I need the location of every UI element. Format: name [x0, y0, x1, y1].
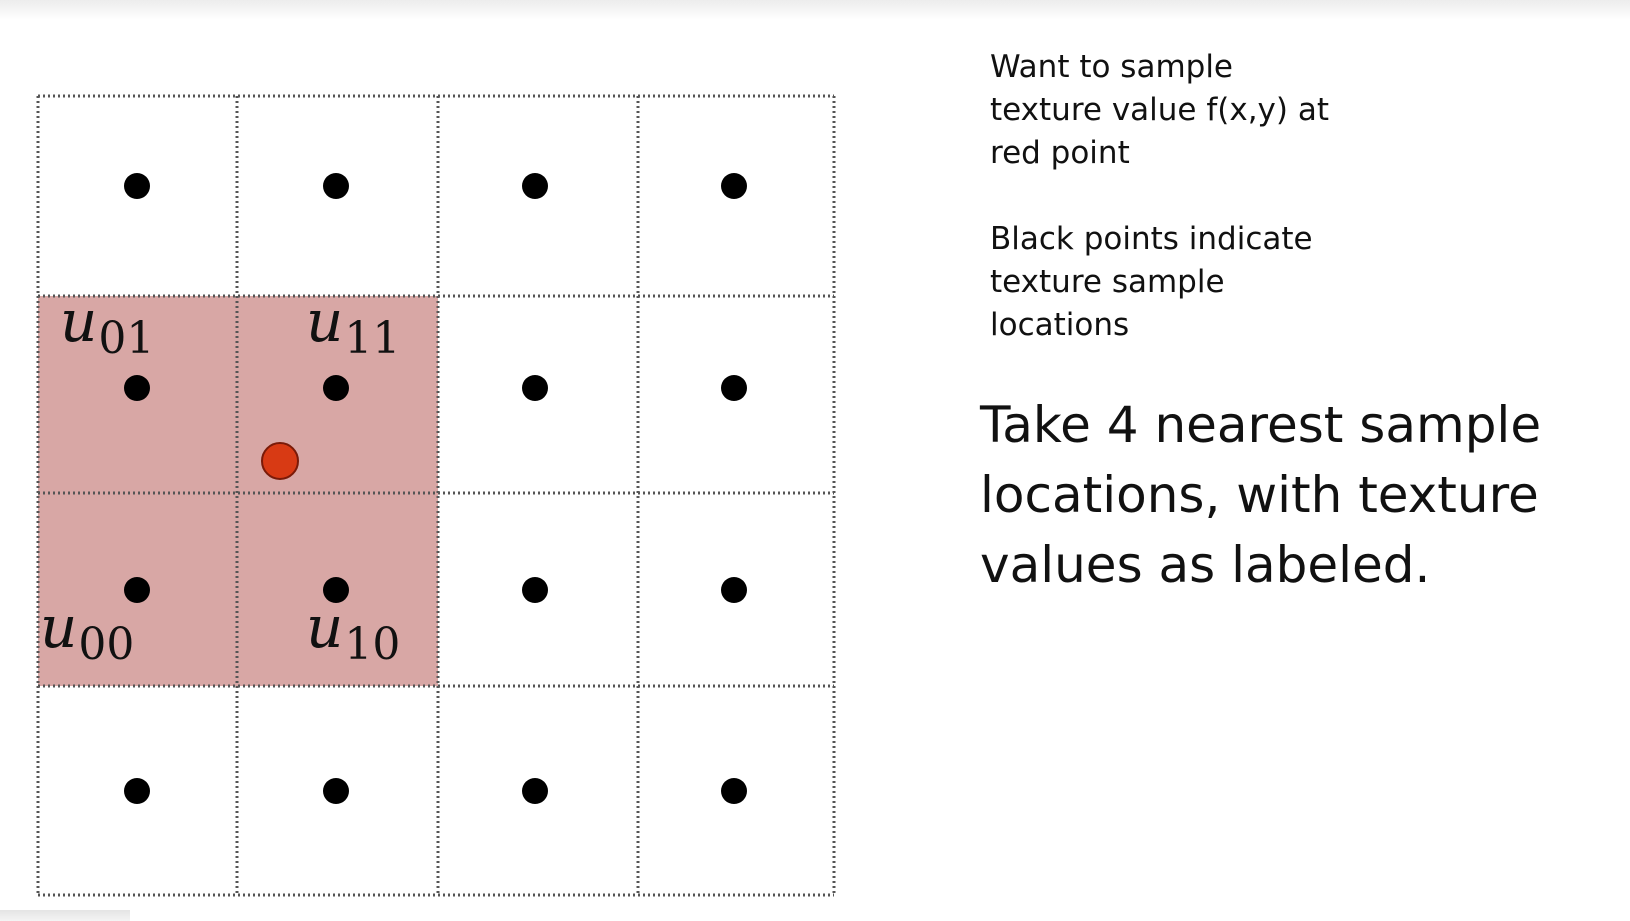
- label-u11-sub: 11: [344, 313, 401, 364]
- label-u01-base: u: [60, 287, 98, 355]
- sample-point: [522, 778, 548, 804]
- label-u00-sub: 00: [78, 619, 135, 670]
- label-u01-sub: 01: [98, 313, 155, 364]
- label-u11-base: u: [306, 287, 344, 355]
- sample-point: [124, 577, 150, 603]
- label-u01: u01: [60, 292, 154, 361]
- label-u00-base: u: [40, 593, 78, 661]
- sample-point: [323, 577, 349, 603]
- top-band: [0, 0, 1630, 20]
- sample-point: [721, 173, 747, 199]
- sample-point: [721, 778, 747, 804]
- note-sample-red-point: Want to sample texture value f(x,y) at r…: [990, 49, 1330, 171]
- sample-point: [522, 173, 548, 199]
- label-u10-base: u: [306, 593, 344, 661]
- sample-point: [124, 375, 150, 401]
- label-u00: u00: [40, 598, 134, 667]
- sample-point: [721, 375, 747, 401]
- sample-points: [124, 173, 747, 804]
- label-u10: u10: [306, 598, 400, 667]
- sample-point: [522, 577, 548, 603]
- sample-point: [721, 577, 747, 603]
- label-u11: u11: [306, 292, 400, 361]
- note-black-points: Black points indicate texture sample loc…: [990, 221, 1313, 343]
- sample-point: [323, 375, 349, 401]
- label-u10-sub: 10: [344, 619, 401, 670]
- sample-point: [323, 778, 349, 804]
- bilinear-sampling-diagram: u01 u11 u00 u10: [36, 94, 836, 897]
- grid-lines: [36, 94, 836, 897]
- sample-point: [323, 173, 349, 199]
- texture-grid: [36, 94, 836, 897]
- sample-point: [124, 778, 150, 804]
- sample-point: [522, 375, 548, 401]
- sample-point: [124, 173, 150, 199]
- headline-take-4-nearest: Take 4 nearest sample locations, with te…: [980, 396, 1542, 594]
- bottom-shadow: [0, 910, 130, 921]
- red-query-point: [261, 442, 299, 480]
